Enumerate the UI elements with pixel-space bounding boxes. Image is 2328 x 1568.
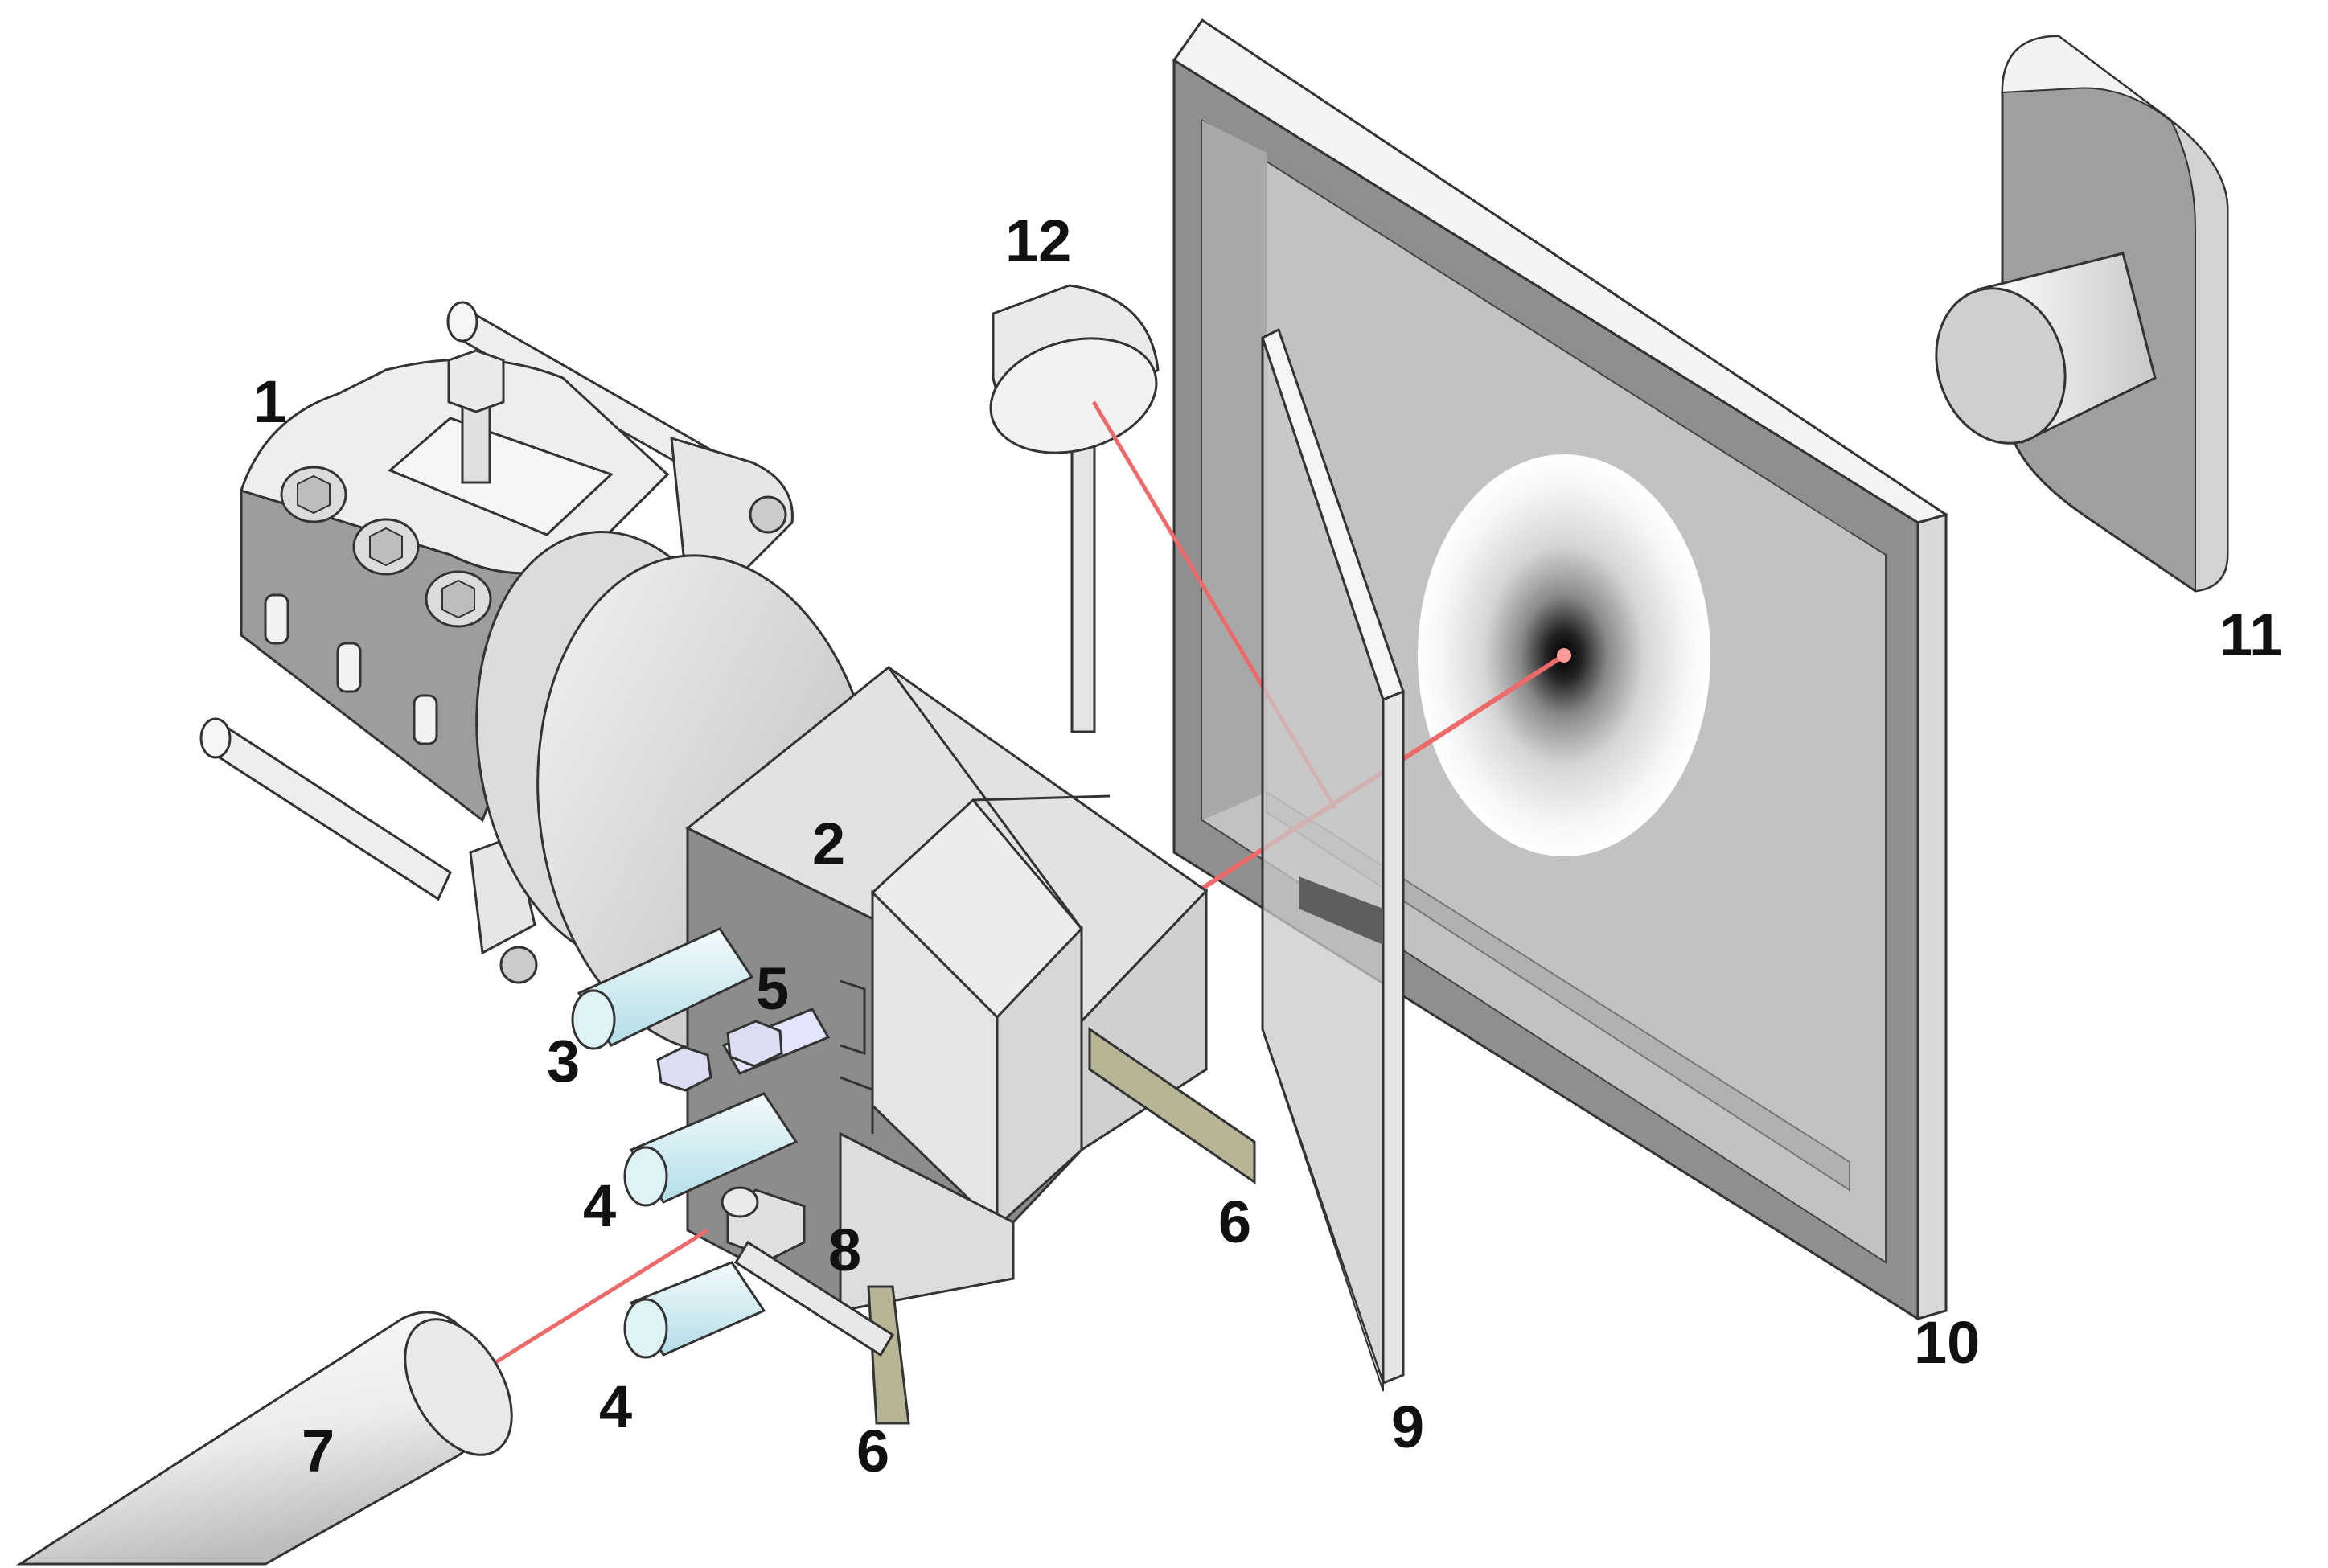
rod-3: [571, 927, 754, 1050]
window-fitting: [721, 1186, 895, 1357]
electrode-lower: [867, 1285, 910, 1425]
rod-4-upper: [623, 1092, 799, 1207]
label-10: 10: [1914, 1309, 1980, 1376]
label-11: 11: [2219, 601, 2282, 668]
label-9: 9: [1391, 1394, 1424, 1460]
camera: [1935, 35, 2229, 593]
label-4-upper: 4: [583, 1172, 616, 1239]
label-6-right: 6: [1218, 1188, 1251, 1255]
label-6-bottom: 6: [856, 1418, 889, 1484]
inlet-fittings: [656, 1008, 831, 1092]
label-3: 3: [547, 1028, 580, 1094]
part-labels: 1 2 3 4 4 5 6 6 7 8 9 10 11 12: [253, 207, 2282, 1484]
label-8: 8: [828, 1217, 861, 1283]
sample-cell: [685, 666, 1209, 1313]
label-4-lower: 4: [599, 1373, 632, 1440]
electrode-upper: [1088, 1027, 1256, 1184]
photodetector: [989, 284, 1160, 733]
label-12: 12: [1005, 207, 1071, 274]
label-5: 5: [756, 955, 789, 1022]
label-7: 7: [302, 1418, 335, 1484]
label-1: 1: [253, 368, 286, 435]
rod-4-lower: [623, 1261, 766, 1359]
beam-splitter-glass: [1261, 327, 1405, 1392]
laser: [15, 1228, 709, 1566]
label-2: 2: [812, 811, 845, 877]
